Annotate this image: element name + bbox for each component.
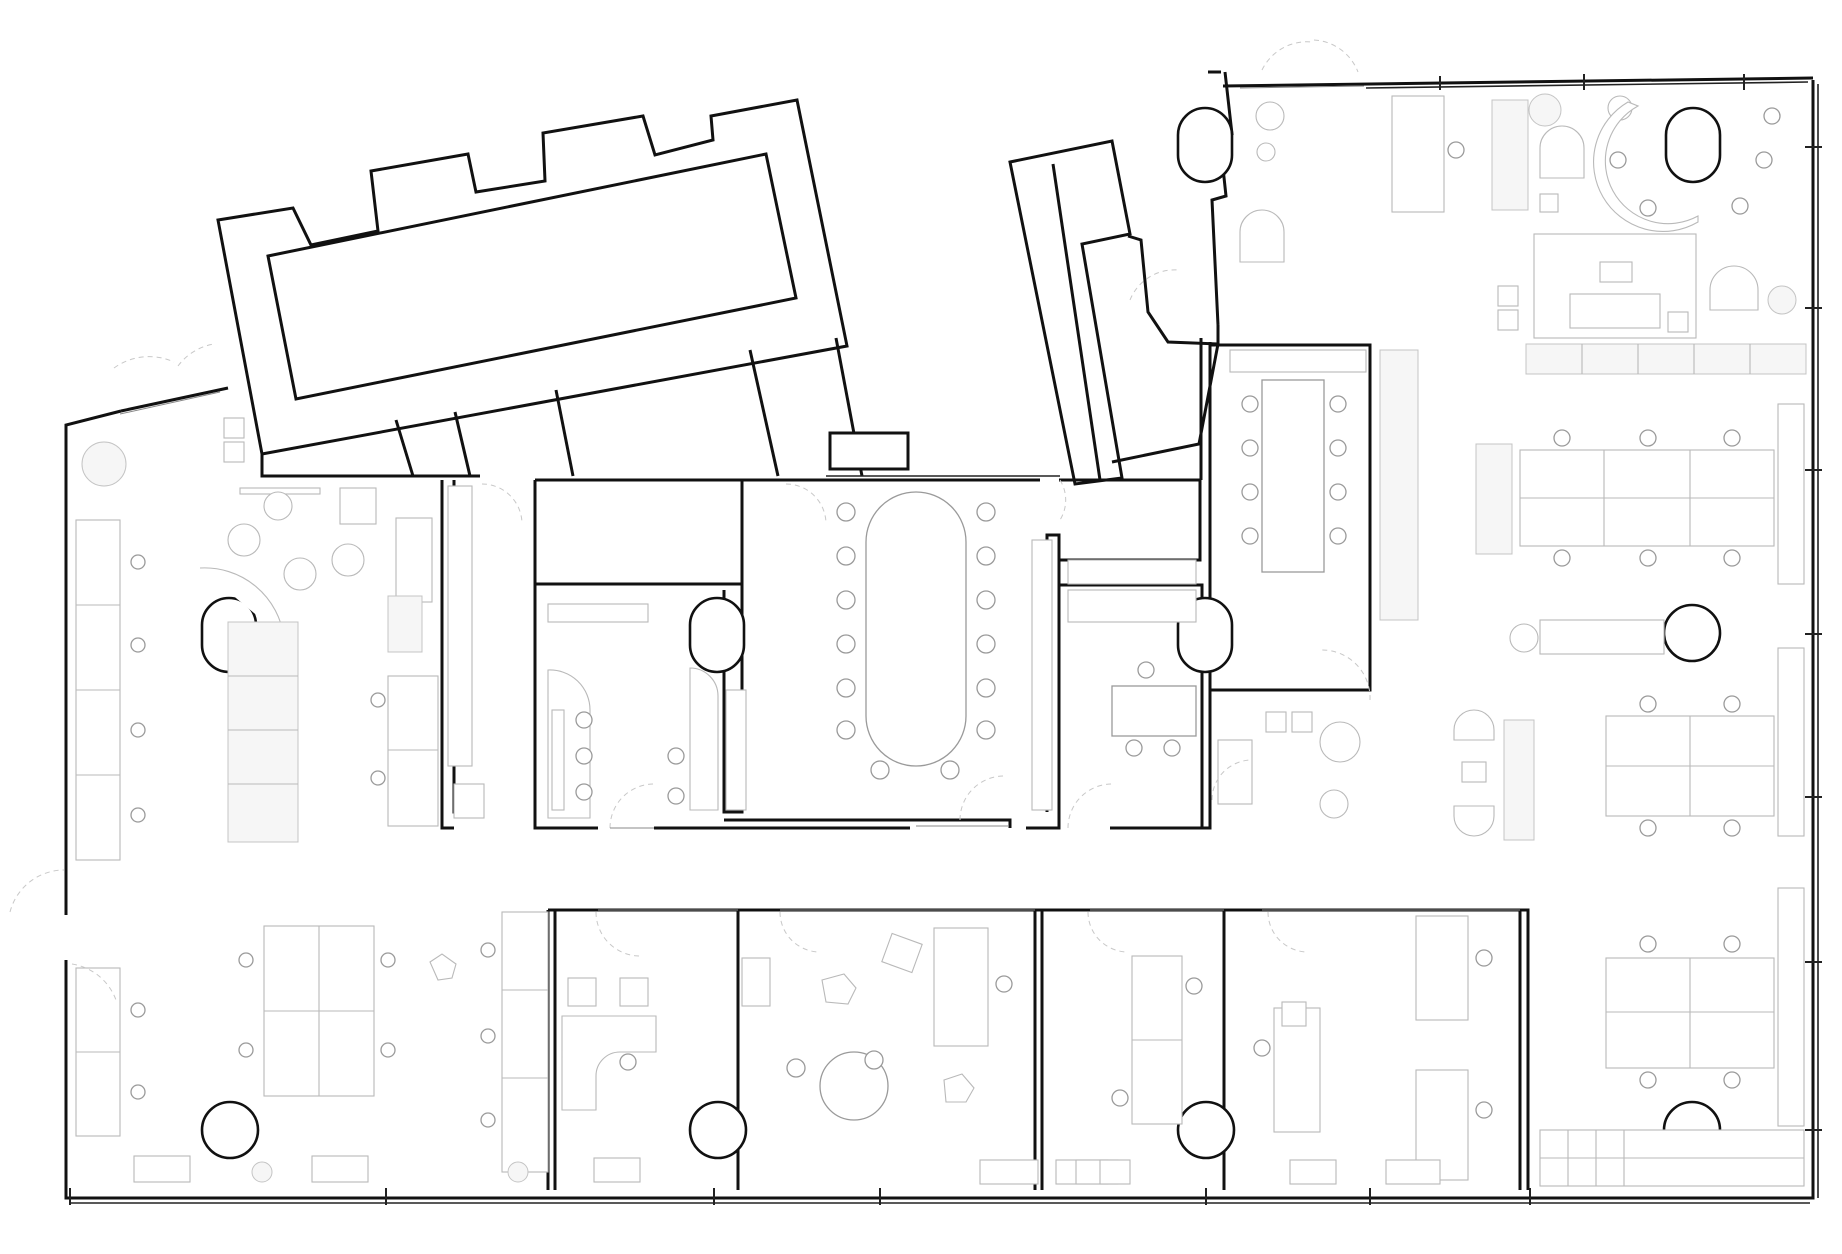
column-3 bbox=[688, 596, 746, 674]
lower-offices bbox=[561, 915, 1493, 1185]
core-block-2 bbox=[828, 71, 1234, 486]
meeting-rooms-center bbox=[547, 603, 747, 819]
core-block bbox=[216, 98, 864, 478]
conference-room-right bbox=[1217, 349, 1419, 819]
right-workstations bbox=[1453, 403, 1805, 1187]
door-swings bbox=[9, 39, 1371, 1001]
glazing-joints bbox=[119, 85, 1520, 911]
column-5 bbox=[1662, 603, 1722, 663]
reception-lounge bbox=[1239, 93, 1807, 375]
lower-left-workstations bbox=[133, 911, 549, 1183]
facade-mullions bbox=[69, 74, 1822, 1205]
boardroom bbox=[836, 491, 1197, 811]
exterior-walls bbox=[64, 70, 1819, 1204]
column-6 bbox=[1664, 106, 1722, 184]
column-7 bbox=[200, 1100, 260, 1160]
column-1 bbox=[1176, 106, 1234, 184]
left-workstations bbox=[75, 417, 485, 1137]
interior-walls bbox=[440, 338, 1530, 1190]
small-meeting bbox=[1111, 661, 1197, 757]
column-9 bbox=[1176, 1100, 1236, 1160]
column-8 bbox=[688, 1100, 748, 1160]
